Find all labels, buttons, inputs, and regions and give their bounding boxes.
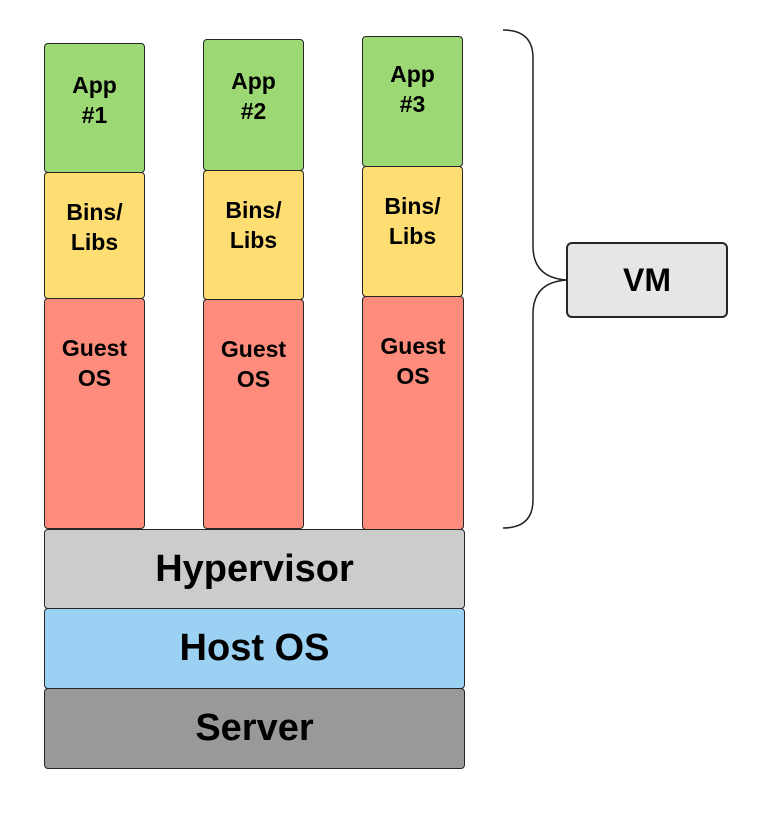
- guest-os-3-label: Guest OS: [380, 333, 446, 389]
- guest-os-2-label: Guest OS: [220, 336, 287, 392]
- hypervisor-layer: Hypervisor: [44, 529, 465, 609]
- server-layer: Server: [44, 688, 465, 769]
- app-3-label: App #3: [390, 61, 435, 117]
- curly-brace-path: [502, 29, 568, 529]
- guest-os-2-block: Guest OS: [203, 299, 304, 529]
- app-2-label: App #2: [231, 68, 276, 124]
- hypervisor-label: Hypervisor: [155, 547, 354, 590]
- server-label: Server: [195, 707, 314, 749]
- app-2-block: App #2: [203, 39, 304, 171]
- bins-libs-2-label: Bins/ Libs: [225, 197, 282, 253]
- guest-os-3-block: Guest OS: [362, 296, 464, 530]
- bins-libs-3-label: Bins/ Libs: [384, 193, 441, 249]
- vm-label-box: VM: [566, 242, 728, 318]
- guest-os-1-label: Guest OS: [61, 335, 128, 391]
- bins-libs-2-block: Bins/ Libs: [203, 170, 304, 300]
- bins-libs-3-block: Bins/ Libs: [362, 166, 463, 297]
- host-os-label: Host OS: [179, 627, 330, 669]
- app-3-block: App #3: [362, 36, 463, 167]
- app-1-label: App #1: [72, 72, 117, 128]
- app-1-block: App #1: [44, 43, 145, 173]
- host-os-layer: Host OS: [44, 608, 465, 689]
- bins-libs-1-label: Bins/ Libs: [66, 199, 123, 255]
- vm-label: VM: [623, 261, 671, 298]
- bins-libs-1-block: Bins/ Libs: [44, 172, 145, 299]
- guest-os-1-block: Guest OS: [44, 298, 145, 529]
